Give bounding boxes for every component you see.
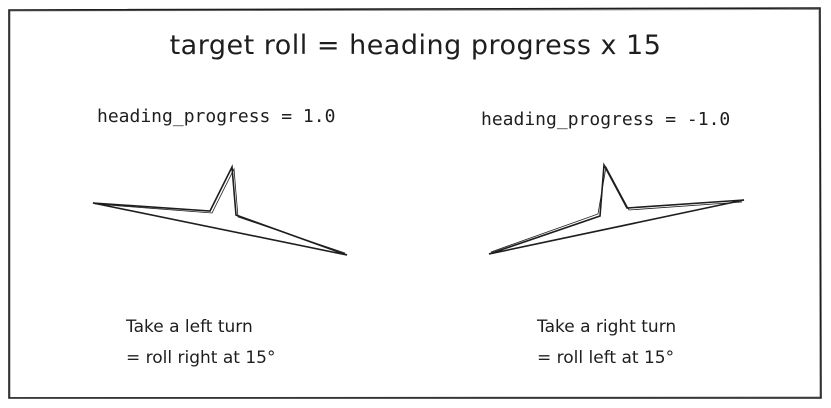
right-caption-line1: Take a right turn [537, 317, 677, 337]
left-caption: Take a left turn = roll right at 15° [126, 312, 275, 374]
right-heading-progress-label: heading_progress = -1.0 [481, 109, 731, 130]
left-caption-line1: Take a left turn [126, 317, 253, 337]
right-caption: Take a right turn = roll left at 15° [537, 312, 676, 374]
border [8, 7, 822, 399]
left-plane-icon [92, 164, 348, 256]
left-caption-line2: = roll right at 15° [126, 348, 276, 368]
left-heading-progress-label: heading_progress = 1.0 [97, 106, 336, 127]
diagram-title: target roll = heading progress x 15 [169, 30, 662, 61]
right-caption-line2: = roll left at 15° [537, 348, 675, 368]
right-plane-icon [488, 162, 745, 255]
